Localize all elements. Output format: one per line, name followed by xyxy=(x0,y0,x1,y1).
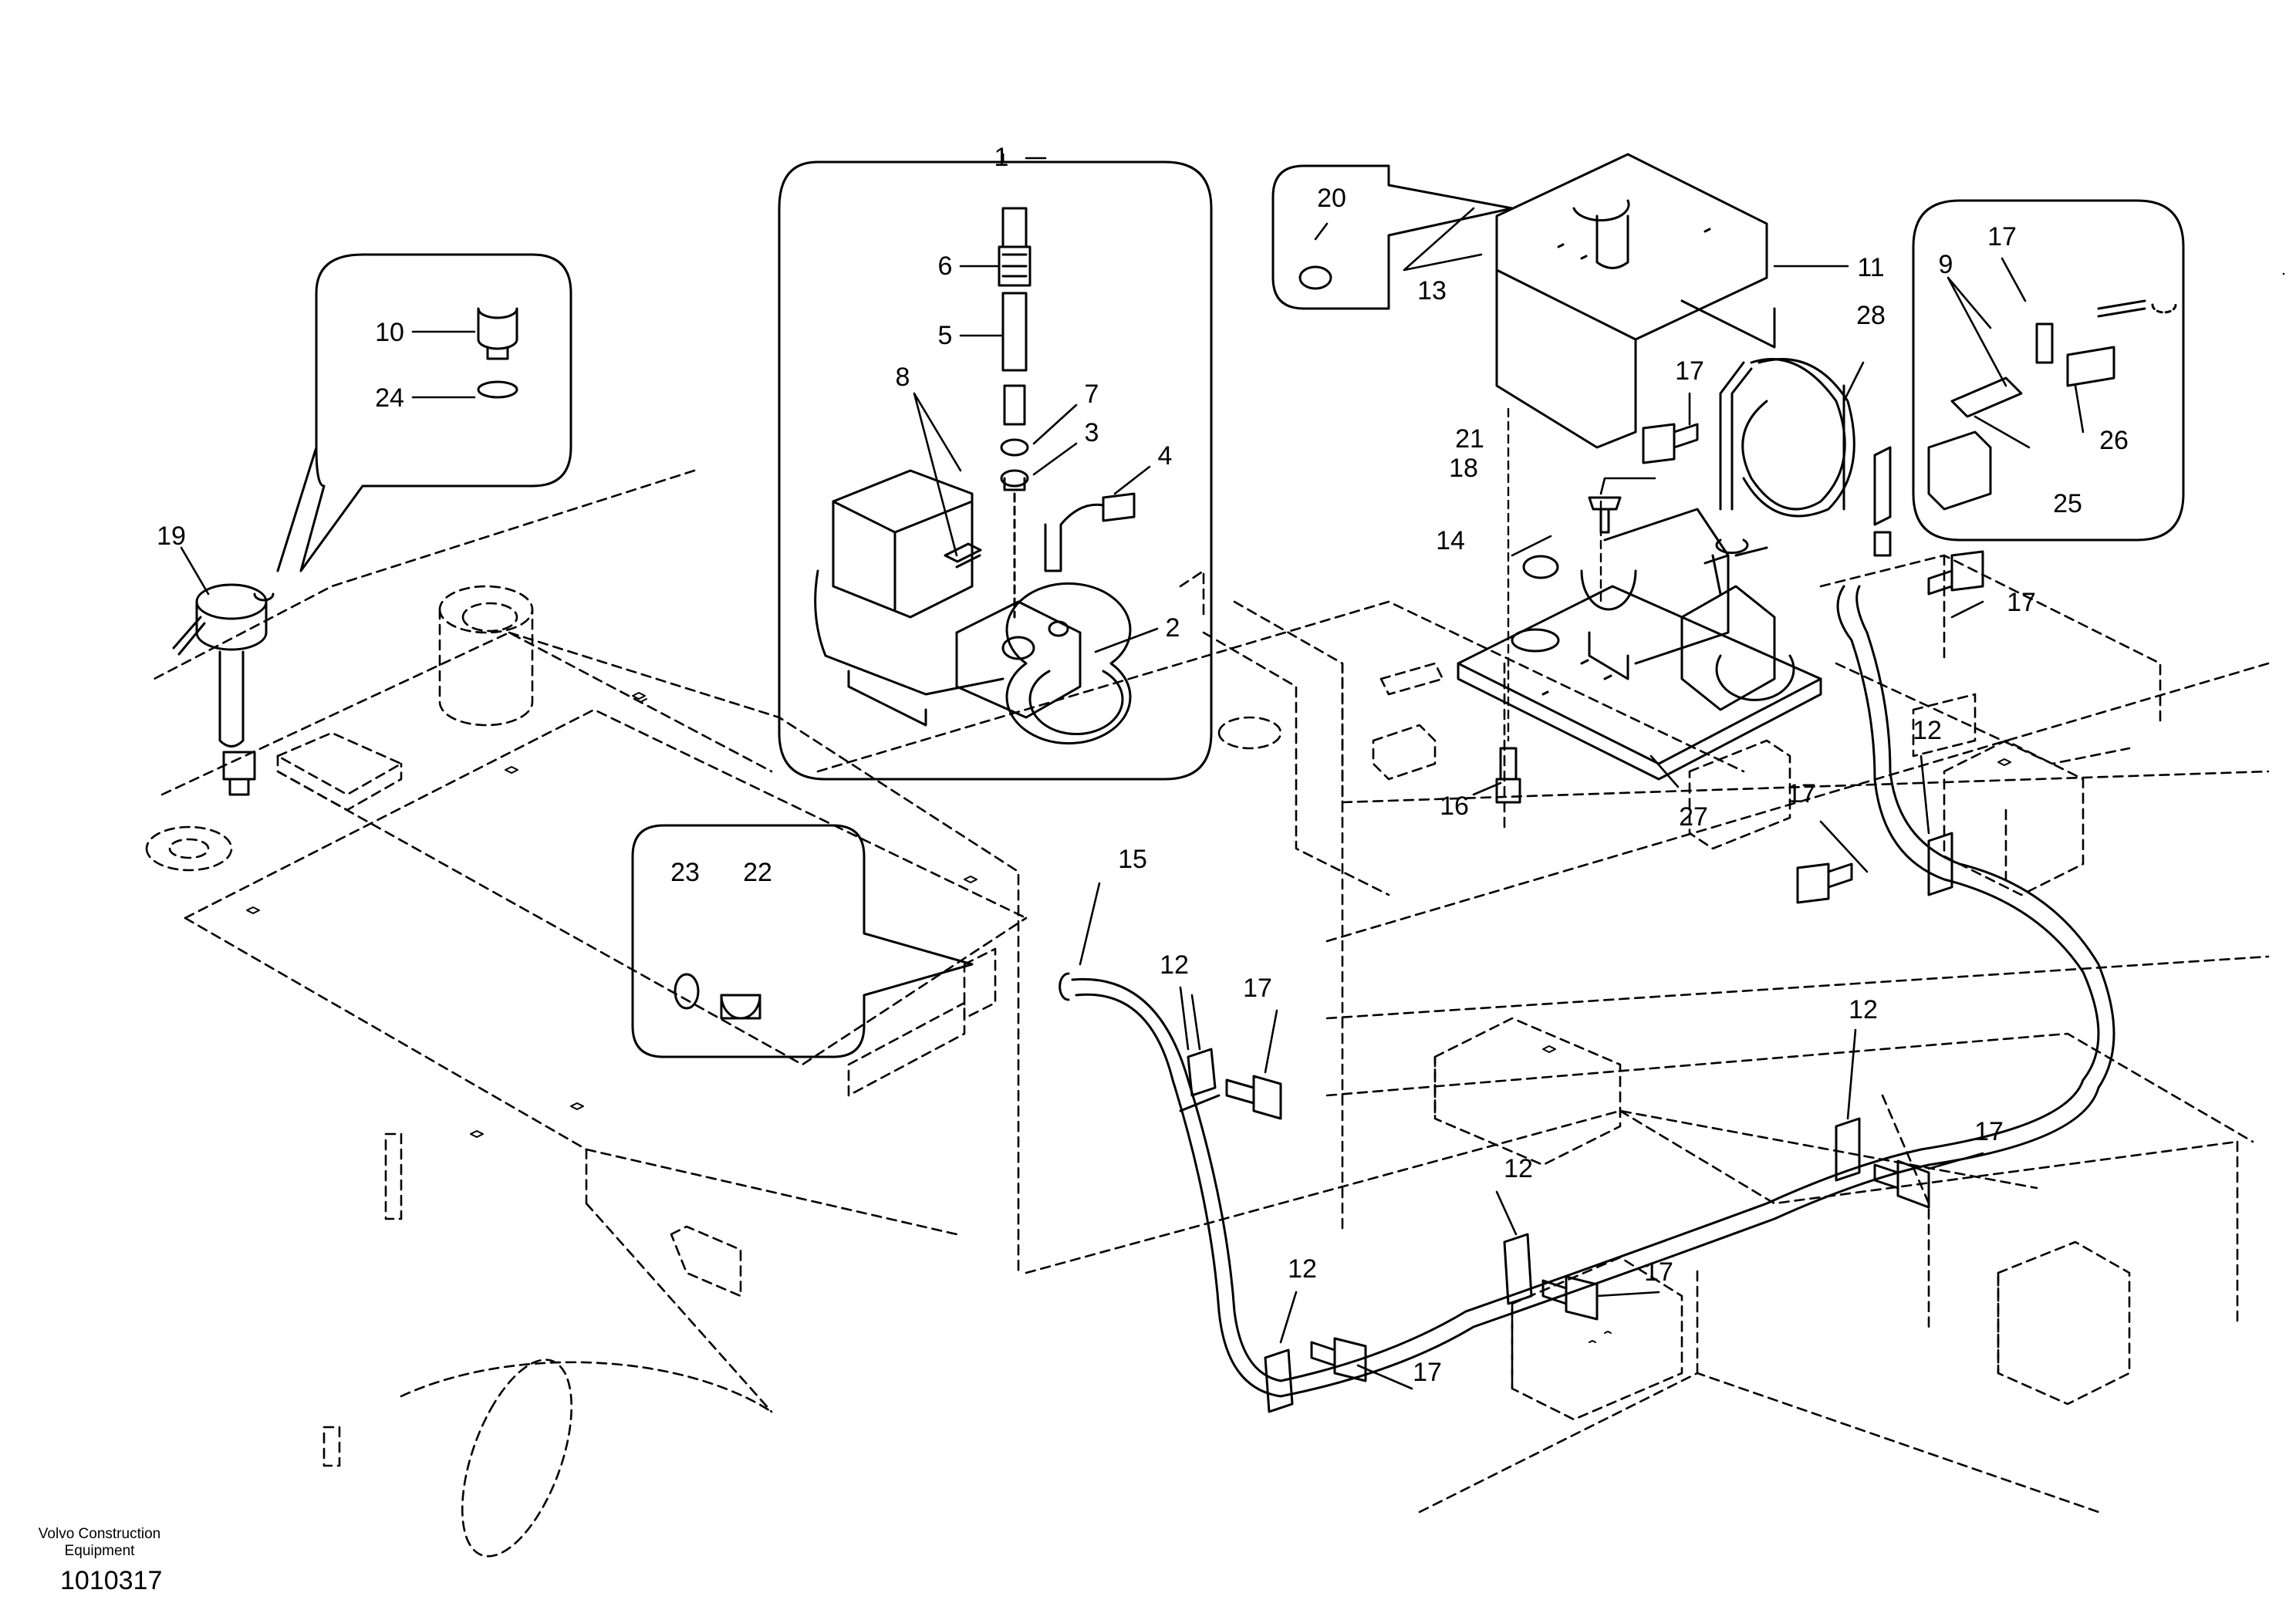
callout-18: 18 xyxy=(1449,454,1478,483)
callout-10: 10 xyxy=(375,318,404,347)
callout-labels: 1 6 5 7 3 4 8 2 10 24 19 20 13 11 28 17 … xyxy=(157,143,2129,1387)
washer-tube-coil xyxy=(1715,358,1892,557)
callout-12-mid: 12 xyxy=(1504,1154,1533,1183)
mounting-plate xyxy=(1457,585,1822,781)
pump-motor xyxy=(814,469,1132,745)
callout-4: 4 xyxy=(1158,441,1173,471)
callout-12-upper-right: 12 xyxy=(1913,716,1942,745)
callout-17-mid: 17 xyxy=(1644,1257,1673,1287)
detail-box-plug xyxy=(631,824,974,1058)
bracket xyxy=(1495,153,1776,449)
callout-23: 23 xyxy=(670,858,700,887)
callout-17-right: 17 xyxy=(2007,588,2036,617)
detail-box-bolt xyxy=(1271,164,1514,310)
callout-17-box: 17 xyxy=(1987,222,2017,251)
callout-15: 15 xyxy=(1118,845,1147,874)
callout-8: 8 xyxy=(896,363,910,392)
callout-7: 7 xyxy=(1085,380,1099,409)
callout-12-bottom: 12 xyxy=(1288,1254,1317,1284)
callout-17-mid-right: 17 xyxy=(1974,1117,2004,1146)
callout-16: 16 xyxy=(1440,791,1469,821)
callout-17-bracket: 17 xyxy=(1675,356,1704,386)
callout-20: 20 xyxy=(1317,184,1346,213)
company-name-line1: Volvo Construction xyxy=(38,1526,161,1542)
detail-box-pump-assembly xyxy=(778,153,1213,781)
callout-3: 3 xyxy=(1085,418,1099,447)
callout-17-bottom: 17 xyxy=(1413,1358,1442,1387)
bolt-18 xyxy=(1588,496,1622,534)
callout-19: 19 xyxy=(157,521,186,551)
callout-17-left: 17 xyxy=(1243,974,1272,1003)
detail-box-cap xyxy=(276,253,572,572)
callout-27: 27 xyxy=(1679,802,1708,832)
callout-13: 13 xyxy=(1417,276,1447,305)
callout-5: 5 xyxy=(938,321,953,350)
callout-14: 14 xyxy=(1436,526,1465,555)
pump-motor-right xyxy=(1580,508,1795,711)
callout-22: 22 xyxy=(743,858,772,887)
hose-clamps xyxy=(1179,832,1953,1413)
washer-14 xyxy=(1522,555,1559,579)
callout-21: 21 xyxy=(1455,424,1484,454)
hose-clamp-bolts xyxy=(1225,423,1984,1382)
company-name: Volvo Construction Equipment xyxy=(11,1526,188,1560)
machine-frame-outline xyxy=(145,469,2270,1558)
callout-12-mid-right: 12 xyxy=(1849,995,1878,1024)
callout-25: 25 xyxy=(2053,489,2082,518)
leader-lines xyxy=(180,157,2285,1390)
callout-1: 1 xyxy=(994,143,1009,172)
pump-nozzle-stack xyxy=(998,207,1136,619)
callout-2: 2 xyxy=(1166,613,1180,643)
bolt-16 xyxy=(1495,747,1521,804)
callout-26: 26 xyxy=(2099,426,2129,455)
document-number: 1010317 xyxy=(60,1566,163,1595)
callout-28: 28 xyxy=(1856,301,1886,330)
callout-17-upper-right: 17 xyxy=(1787,779,1816,808)
callout-6: 6 xyxy=(938,251,953,281)
callout-12-left: 12 xyxy=(1160,950,1189,980)
level-switch xyxy=(172,583,275,796)
callout-11: 11 xyxy=(1857,253,1884,282)
frame-bolt-marks xyxy=(246,692,2011,1343)
washer-hose xyxy=(1059,585,2115,1398)
callout-9: 9 xyxy=(1939,250,1953,279)
callout-24: 24 xyxy=(375,383,404,413)
detail-box-clamp xyxy=(1912,199,2185,542)
company-name-line2: Equipment xyxy=(64,1543,135,1559)
